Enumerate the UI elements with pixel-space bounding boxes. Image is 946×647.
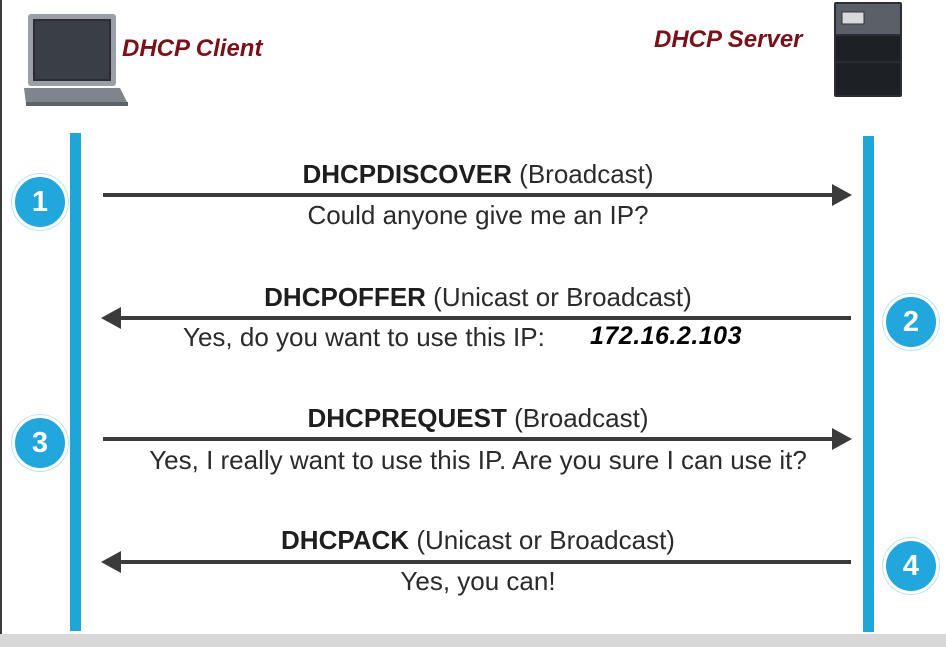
discover-title: DHCPDISCOVER (Broadcast) — [90, 159, 866, 190]
arrow-left-icon — [101, 307, 121, 329]
request-mode: (Broadcast) — [514, 403, 649, 433]
step-3-badge: 3 — [12, 415, 68, 471]
laptop-icon — [24, 12, 130, 112]
request-arrow — [103, 437, 836, 441]
offer-arrow — [118, 316, 851, 320]
server-lifeline — [863, 136, 874, 632]
arrow-right-icon — [832, 428, 852, 450]
server-name: DHCP Server — [654, 26, 803, 53]
step-4-badge: 4 — [883, 538, 939, 594]
server-icon — [834, 2, 904, 103]
discover-name: DHCPDISCOVER — [302, 159, 512, 189]
step-2-badge: 2 — [883, 294, 939, 350]
bottom-bar — [0, 634, 946, 647]
discover-mode: (Broadcast) — [519, 159, 654, 189]
request-text: Yes, I really want to use this IP. Are y… — [149, 445, 807, 475]
offer-name: DHCPOFFER — [264, 282, 426, 312]
offer-mode: (Unicast or Broadcast) — [433, 282, 692, 312]
ack-name: DHCPACK — [281, 525, 410, 555]
request-title: DHCPREQUEST (Broadcast) — [90, 403, 866, 434]
discover-text: Could anyone give me an IP? — [307, 200, 649, 230]
client-lifeline — [70, 133, 81, 631]
ack-arrow — [118, 560, 851, 564]
offer-title: DHCPOFFER (Unicast or Broadcast) — [90, 282, 866, 313]
ack-title: DHCPACK (Unicast or Broadcast) — [90, 525, 866, 556]
step-1-badge: 1 — [12, 174, 68, 230]
client-name: DHCP Client — [122, 35, 263, 62]
discover-arrow — [103, 193, 836, 197]
offered-ip-address: 172.16.2.103 — [590, 322, 742, 350]
arrow-left-icon — [101, 551, 121, 573]
ack-text: Yes, you can! — [400, 566, 556, 596]
offer-text: Yes, do you want to use this IP: — [183, 322, 545, 352]
ack-mode: (Unicast or Broadcast) — [416, 525, 675, 555]
request-name: DHCPREQUEST — [307, 403, 507, 433]
left-border — [0, 0, 2, 647]
arrow-right-icon — [832, 184, 852, 206]
